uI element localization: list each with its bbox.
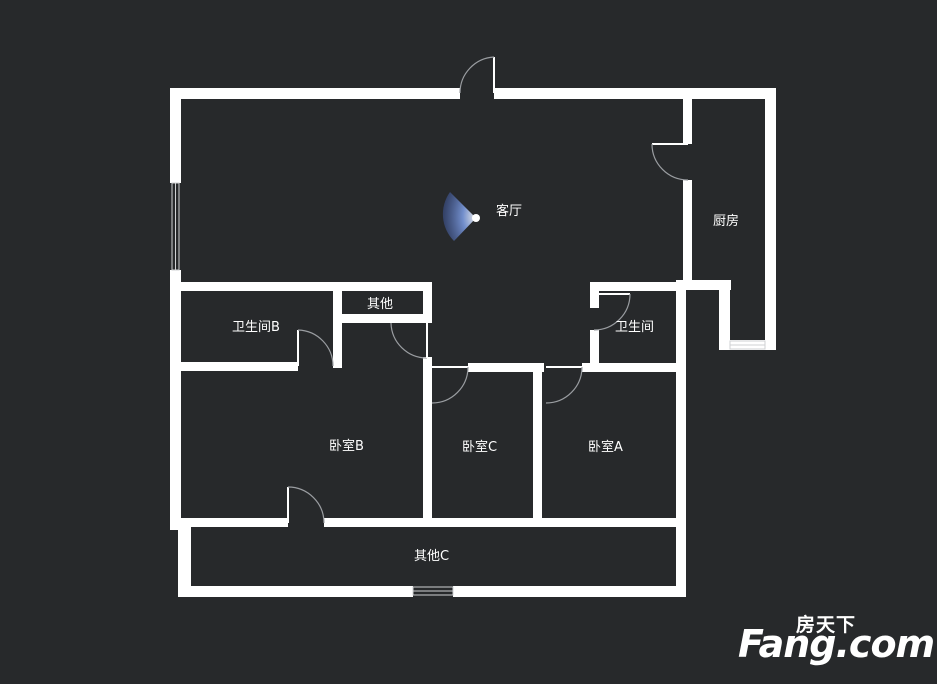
room-label-bathroom: 卫生间	[615, 320, 655, 335]
fang-logo: 房天下 Fang.com	[738, 608, 935, 678]
room-label-bedroom-c: 卧室C	[462, 440, 498, 455]
door-swing-icon	[459, 56, 495, 94]
door-swing-icon	[390, 322, 428, 359]
door-swing-icon	[287, 486, 325, 524]
room-label-living-room: 客厅	[496, 204, 523, 219]
room-label-bathroom-b: 卫生间B	[232, 320, 280, 335]
walls	[170, 88, 776, 597]
door-swing-icon	[651, 143, 689, 181]
room-label-bedroom-a: 卧室A	[588, 440, 623, 455]
logo-latin-text: Fang.com	[738, 622, 935, 666]
door-swing-icon	[431, 366, 469, 404]
room-label-bedroom-b: 卧室B	[329, 439, 364, 454]
door-swing-icon	[297, 329, 334, 367]
room-label-other-c: 其他C	[414, 549, 450, 564]
windows	[171, 182, 766, 596]
room-label-kitchen: 厨房	[713, 214, 740, 229]
room-label-other: 其他	[367, 297, 394, 312]
door-swing-icon	[593, 293, 631, 331]
camera-view-cone-icon	[442, 192, 480, 241]
doors	[287, 56, 689, 524]
door-swing-icon	[545, 366, 583, 404]
logo-chinese-text: 房天下	[796, 614, 857, 636]
